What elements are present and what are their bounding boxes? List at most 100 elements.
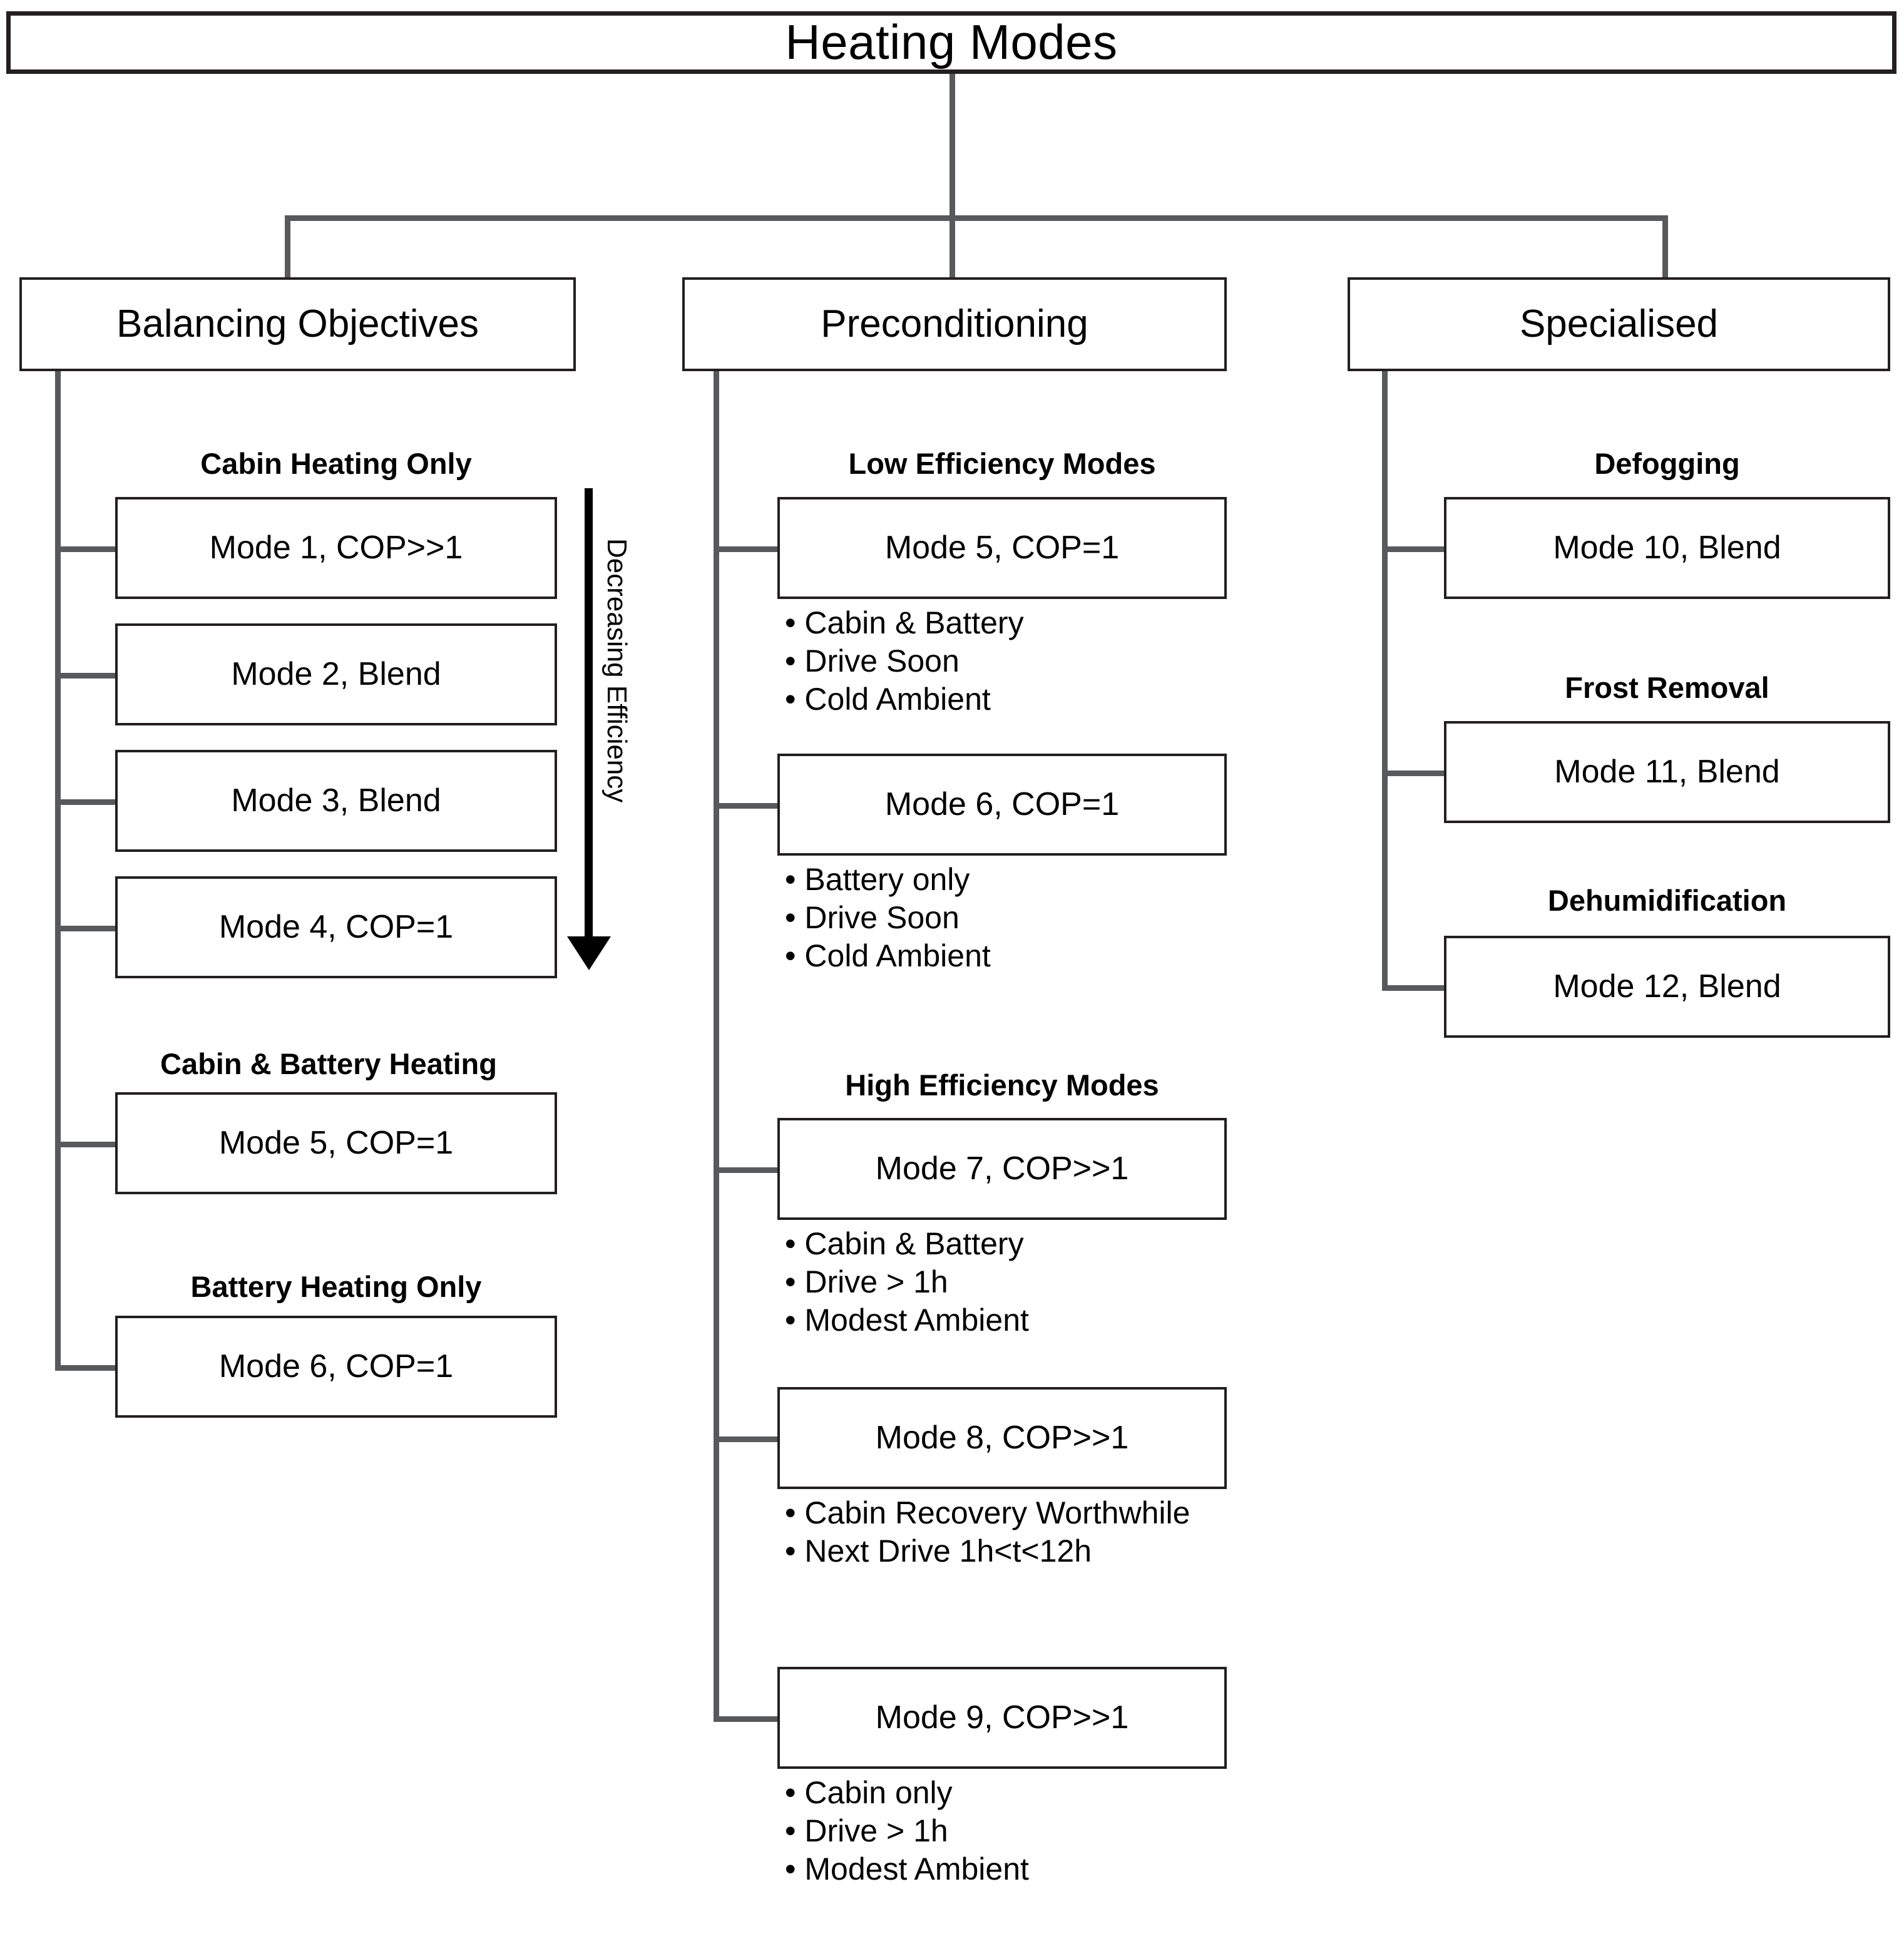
- mode-box-8: Mode 8, COP>>1: [777, 1387, 1227, 1489]
- mode-label-1: Mode 1, COP>>1: [209, 530, 463, 566]
- mode-box-6-mid: Mode 6, COP=1: [777, 754, 1227, 856]
- root-node-label: Heating Modes: [785, 14, 1118, 70]
- group-header-frost-removal: Frost Removal: [1565, 671, 1769, 704]
- bullet-dot: •: [785, 1813, 805, 1848]
- root-trunk-line: [949, 74, 955, 218]
- branch-line-mode-4: [55, 926, 120, 931]
- mode-box-7: Mode 7, COP>>1: [777, 1118, 1227, 1220]
- branch-line-mode-8: [714, 1436, 782, 1442]
- branch-node-preconditioning: Preconditioning: [682, 277, 1227, 371]
- mode-label-10: Mode 10, Blend: [1553, 530, 1781, 566]
- bullet-dot: •: [785, 1303, 805, 1338]
- list-item: • Cabin only: [785, 1775, 953, 1810]
- mode-bullets-7: • Cabin & Battery • Drive > 1h • Modest …: [785, 1225, 1029, 1339]
- decreasing-efficiency-arrow-head: [567, 936, 611, 970]
- mode-box-5-mid: Mode 5, COP=1: [777, 497, 1227, 599]
- mode-box-2: Mode 2, Blend: [115, 623, 557, 725]
- group-header-low-efficiency-modes: Low Efficiency Modes: [848, 447, 1156, 480]
- bullet-dot: •: [785, 1534, 805, 1569]
- mode-label-5-mid: Mode 5, COP=1: [884, 530, 1120, 566]
- mode-label-6-left: Mode 6, COP=1: [218, 1348, 454, 1385]
- list-item: • Cabin & Battery: [785, 1226, 1024, 1261]
- mode-box-6-left: Mode 6, COP=1: [115, 1316, 557, 1418]
- branch-line-mode-1: [55, 546, 120, 552]
- list-item: • Cabin Recovery Worthwhile: [785, 1495, 1190, 1530]
- branch-line-mode-12: [1382, 985, 1449, 991]
- branch-label-preconditioning: Preconditioning: [821, 302, 1088, 346]
- list-item: • Drive Soon: [785, 643, 960, 678]
- mode-box-10: Mode 10, Blend: [1444, 497, 1890, 599]
- group-header-cabin-and-battery-heating: Cabin & Battery Heating: [160, 1047, 497, 1080]
- branch-line-mode-11: [1382, 771, 1449, 776]
- list-item: • Modest Ambient: [785, 1851, 1029, 1887]
- bullet-dot: •: [785, 938, 805, 973]
- branch-node-specialised: Specialised: [1348, 277, 1890, 371]
- group-header-dehumidification: Dehumidification: [1547, 884, 1787, 917]
- mode-label-5-left: Mode 5, COP=1: [218, 1125, 454, 1162]
- root-node-heating-modes: Heating Modes: [6, 11, 1896, 74]
- drop-line-balancing: [285, 215, 290, 280]
- mode-label-12: Mode 12, Blend: [1553, 968, 1781, 1005]
- bullet-dot: •: [785, 1495, 805, 1530]
- list-item: • Next Drive 1h<t<12h: [785, 1534, 1092, 1569]
- group-header-high-efficiency-modes: High Efficiency Modes: [845, 1068, 1159, 1102]
- mode-label-2: Mode 2, Blend: [231, 656, 441, 693]
- branch-node-balancing-objectives: Balancing Objectives: [19, 277, 576, 371]
- bullet-dot: •: [785, 682, 805, 717]
- branch-line-mode-6-left: [55, 1365, 120, 1371]
- list-item: • Cold Ambient: [785, 938, 991, 973]
- group-header-cabin-heating-only: Cabin Heating Only: [200, 447, 472, 480]
- decreasing-efficiency-label: Decreasing Efficiency: [601, 538, 632, 803]
- branch-line-mode-5-mid: [714, 546, 782, 552]
- mode-bullets-9: • Cabin only • Drive > 1h • Modest Ambie…: [785, 1774, 1029, 1888]
- mode-label-4: Mode 4, COP=1: [218, 909, 454, 946]
- bullet-dot: •: [785, 1851, 805, 1887]
- branch-label-balancing-objectives: Balancing Objectives: [116, 302, 479, 346]
- drop-line-specialised: [1662, 215, 1668, 280]
- mode-box-4: Mode 4, COP=1: [115, 876, 557, 978]
- mode-box-9: Mode 9, COP>>1: [777, 1667, 1227, 1769]
- list-item: • Modest Ambient: [785, 1303, 1029, 1338]
- mode-label-6-mid: Mode 6, COP=1: [884, 786, 1120, 823]
- mode-box-11: Mode 11, Blend: [1444, 721, 1890, 823]
- list-item: • Drive Soon: [785, 900, 960, 935]
- branch-line-mode-7: [714, 1167, 782, 1173]
- mode-label-3: Mode 3, Blend: [231, 782, 441, 819]
- bullet-dot: •: [785, 1264, 805, 1299]
- bullet-dot: •: [785, 862, 805, 897]
- bullet-dot: •: [785, 900, 805, 935]
- branch-line-mode-2: [55, 673, 120, 678]
- drop-line-preconditioning: [949, 215, 955, 280]
- list-item: • Cabin & Battery: [785, 605, 1024, 640]
- level2-spine-line: [285, 215, 1668, 221]
- mode-box-5-left: Mode 5, COP=1: [115, 1092, 557, 1194]
- branch-line-mode-3: [55, 799, 120, 805]
- branch-label-specialised: Specialised: [1519, 302, 1719, 346]
- list-item: • Cold Ambient: [785, 682, 991, 717]
- bullet-dot: •: [785, 643, 805, 678]
- mode-label-7: Mode 7, COP>>1: [875, 1150, 1129, 1187]
- decreasing-efficiency-arrow-shaft: [585, 488, 593, 936]
- mode-bullets-8: • Cabin Recovery Worthwhile • Next Drive…: [785, 1494, 1207, 1570]
- mode-label-8: Mode 8, COP>>1: [875, 1420, 1129, 1457]
- bullet-dot: •: [785, 605, 805, 640]
- bullet-dot: •: [785, 1775, 805, 1810]
- balancing-column-line: [55, 371, 61, 1368]
- branch-line-mode-5-left: [55, 1142, 120, 1147]
- branch-line-mode-6-mid: [714, 803, 782, 809]
- branch-line-mode-9: [714, 1716, 782, 1722]
- specialised-column-line: [1382, 371, 1388, 991]
- bullet-dot: •: [785, 1226, 805, 1261]
- list-item: • Drive > 1h: [785, 1813, 948, 1848]
- group-header-battery-heating-only: Battery Heating Only: [190, 1270, 482, 1303]
- branch-line-mode-10: [1382, 546, 1449, 552]
- list-item: • Drive > 1h: [785, 1264, 948, 1299]
- preconditioning-column-line: [714, 371, 719, 1722]
- mode-box-3: Mode 3, Blend: [115, 750, 557, 852]
- mode-box-12: Mode 12, Blend: [1444, 936, 1890, 1038]
- mode-label-11: Mode 11, Blend: [1554, 754, 1780, 791]
- list-item: • Battery only: [785, 862, 970, 897]
- group-header-defogging: Defogging: [1594, 447, 1740, 480]
- mode-box-1: Mode 1, COP>>1: [115, 497, 557, 599]
